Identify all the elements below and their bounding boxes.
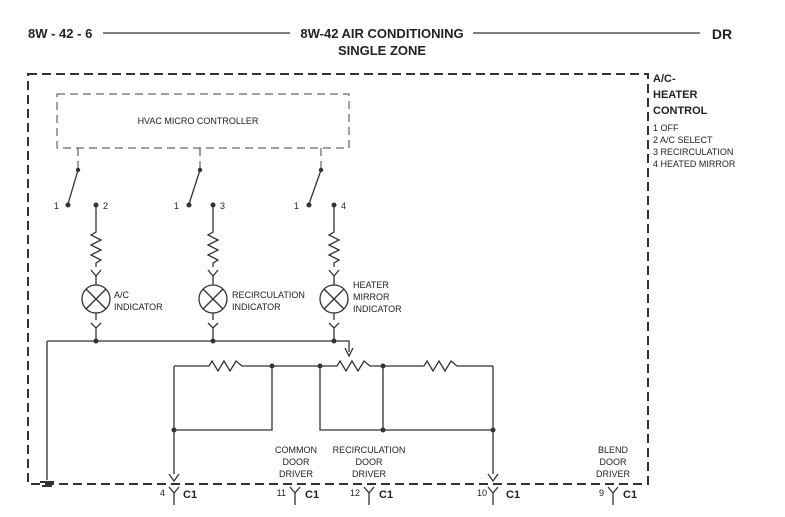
diagram-subtitle: SINGLE ZONE <box>338 43 426 58</box>
page-code: 8W - 42 - 6 <box>28 26 92 41</box>
svg-text:RECIRCULATION: RECIRCULATION <box>333 445 406 455</box>
diagram-title: 8W-42 AIR CONDITIONING <box>300 26 463 41</box>
switch-heated-mirror: 1 4 <box>294 167 346 211</box>
svg-text:10: 10 <box>477 488 487 498</box>
connector-c1-pin-11: 11 C1 <box>277 486 319 505</box>
svg-text:12: 12 <box>350 488 360 498</box>
svg-text:4: 4 <box>160 488 165 498</box>
svg-text:C1: C1 <box>183 489 197 501</box>
svg-text:RECIRCULATION: RECIRCULATION <box>232 290 305 300</box>
switch-pin-off: 1 <box>54 201 59 211</box>
svg-text:DOOR: DOOR <box>283 457 311 467</box>
svg-text:A/C-: A/C- <box>653 73 676 85</box>
ground-bus <box>46 338 354 480</box>
switch-recirculation: 1 3 <box>174 167 225 211</box>
recirculation-indicator-label: RECIRCULATION INDICATOR <box>232 290 305 312</box>
svg-text:C1: C1 <box>506 489 520 501</box>
connector-c1-pin-10: 10 C1 <box>477 486 520 505</box>
blend-door-driver-label: BLEND DOOR DRIVER <box>596 445 631 479</box>
svg-text:9: 9 <box>599 488 604 498</box>
svg-text:INDICATOR: INDICATOR <box>353 304 402 314</box>
ac-indicator-lamp-icon <box>81 284 111 314</box>
svg-text:A/C: A/C <box>114 290 130 300</box>
switch-pin-on: 4 <box>341 201 346 211</box>
control-module-boundary <box>27 73 649 485</box>
svg-text:HEATER: HEATER <box>353 280 389 290</box>
svg-text:C1: C1 <box>623 489 637 501</box>
common-door-driver-label: COMMON DOOR DRIVER <box>275 445 317 479</box>
heater-mirror-indicator-lamp-icon <box>319 284 349 314</box>
lamp-return-stubs <box>90 313 340 341</box>
ground-symbol-icon <box>40 481 54 487</box>
switch-pin-off: 1 <box>294 201 299 211</box>
connector-c1-pin-12: 12 C1 <box>350 486 393 505</box>
svg-text:CONTROL: CONTROL <box>653 105 708 117</box>
indicator-resistor-ac <box>89 205 103 285</box>
switch-ac: 1 2 <box>54 167 108 211</box>
svg-text:DOOR: DOOR <box>600 457 628 467</box>
svg-text:INDICATOR: INDICATOR <box>114 302 163 312</box>
control-panel-positions: 1 OFF 2 A/C SELECT 3 RECIRCULATION 4 HEA… <box>653 123 736 169</box>
heater-mirror-indicator-label: HEATER MIRROR INDICATOR <box>353 280 402 314</box>
svg-text:COMMON: COMMON <box>275 445 317 455</box>
svg-text:DRIVER: DRIVER <box>596 469 631 479</box>
position-item: 1 OFF <box>653 123 679 133</box>
svg-text:DOOR: DOOR <box>356 457 384 467</box>
position-item: 4 HEATED MIRROR <box>653 159 736 169</box>
hvac-micro-controller-label: HVAC MICRO CONTROLLER <box>138 116 259 126</box>
hvac-micro-controller-box <box>56 93 350 149</box>
svg-text:DRIVER: DRIVER <box>352 469 387 479</box>
switch-pin-on: 3 <box>220 201 225 211</box>
switch-pin-on: 2 <box>103 201 108 211</box>
control-panel-title: A/C- HEATER CONTROL <box>653 73 708 117</box>
svg-text:BLEND: BLEND <box>598 445 629 455</box>
position-item: 3 RECIRCULATION <box>653 147 733 157</box>
ac-indicator-label: A/C INDICATOR <box>114 290 163 312</box>
connector-c1-pin-4: 4 C1 <box>160 486 197 505</box>
position-item: 2 A/C SELECT <box>653 135 713 145</box>
svg-text:C1: C1 <box>305 489 319 501</box>
svg-text:DRIVER: DRIVER <box>279 469 314 479</box>
indicator-resistor-recirc <box>206 205 220 285</box>
svg-text:MIRROR: MIRROR <box>353 292 390 302</box>
svg-text:11: 11 <box>277 488 286 498</box>
connector-c1-pin-9: 9 C1 <box>599 486 637 505</box>
indicator-resistor-mirror <box>327 205 341 285</box>
door-position-resistor-network <box>168 359 499 483</box>
model-code: DR <box>712 26 732 42</box>
svg-text:C1: C1 <box>379 489 393 501</box>
svg-text:HEATER: HEATER <box>653 89 697 101</box>
svg-text:INDICATOR: INDICATOR <box>232 302 281 312</box>
recirculation-indicator-lamp-icon <box>198 284 228 314</box>
recirculation-door-driver-label: RECIRCULATION DOOR DRIVER <box>333 445 406 479</box>
switch-pin-off: 1 <box>174 201 179 211</box>
